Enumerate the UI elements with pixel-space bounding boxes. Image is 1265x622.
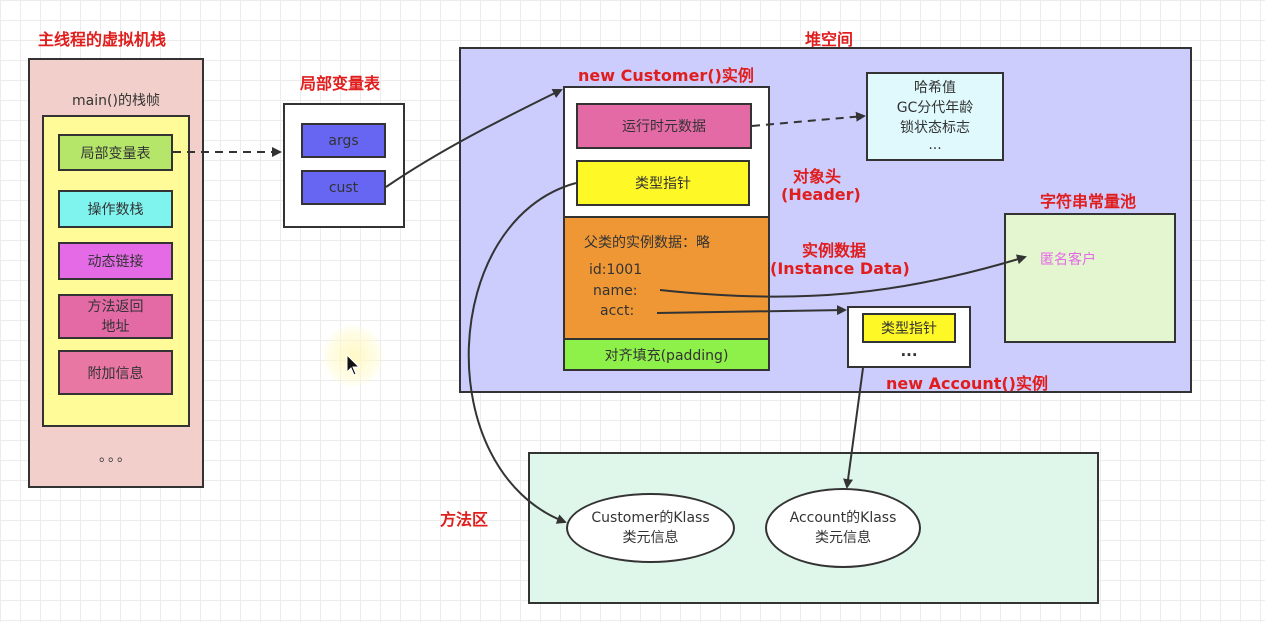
mouse-cursor-icon xyxy=(346,354,361,376)
stack-title: 主线程的虚拟机栈 xyxy=(38,30,167,49)
customer-klass-name: Customer的Klass xyxy=(591,510,710,526)
string-pool-title: 字符串常量池 xyxy=(1040,192,1137,211)
account-klass: Account的Klass 类元信息 xyxy=(765,488,921,568)
header-label: 对象头 xyxy=(793,167,842,186)
account-klass-name: Account的Klass xyxy=(789,510,897,526)
field-name: name: xyxy=(593,283,638,299)
stack-item-local-vars: 局部变量表 xyxy=(58,134,173,171)
frame-title: main()的栈帧 xyxy=(72,93,160,109)
runtime-metadata: 运行时元数据 xyxy=(576,103,752,149)
heap-title: 堆空间 xyxy=(805,30,854,49)
local-var-args: args xyxy=(301,123,386,158)
account-instance-title: new Account()实例 xyxy=(886,374,1048,393)
method-area-title: 方法区 xyxy=(440,510,489,529)
customer-klass: Customer的Klass 类元信息 xyxy=(566,493,735,563)
field-acct: acct: xyxy=(600,303,635,319)
field-id: id:1001 xyxy=(589,262,643,278)
mark-word-info: 哈希值 GC分代年龄 锁状态标志 ... xyxy=(866,72,1004,161)
account-ellipsis: ... xyxy=(900,342,918,360)
cursor-highlight xyxy=(322,325,384,387)
stack-item-operand-stack: 操作数栈 xyxy=(58,190,173,228)
instance-data-label: 实例数据 xyxy=(802,241,867,260)
mark-word-ellipsis: ... xyxy=(928,137,942,153)
customer-klass-meta: 类元信息 xyxy=(622,530,679,546)
string-pool xyxy=(1004,213,1176,343)
mark-word-lock: 锁状态标志 xyxy=(900,120,970,136)
account-type-pointer: 类型指针 xyxy=(862,313,956,343)
header-label-en: (Header) xyxy=(781,185,861,204)
padding: 对齐填充(padding) xyxy=(563,338,770,371)
instance-data-label-en: (Instance Data) xyxy=(770,259,910,278)
mark-word-hash: 哈希值 xyxy=(914,80,956,96)
mark-word-gc-age: GC分代年龄 xyxy=(896,100,974,116)
stack-item-extra-info: 附加信息 xyxy=(58,350,173,395)
locals-table xyxy=(283,103,405,228)
type-pointer: 类型指针 xyxy=(576,160,750,206)
stack-item-return-address: 方法返回 地址 xyxy=(58,294,173,339)
parent-instance-data: 父类的实例数据：略 xyxy=(584,235,710,251)
customer-instance-title: new Customer()实例 xyxy=(578,66,754,85)
locals-title: 局部变量表 xyxy=(300,74,381,93)
local-var-cust: cust xyxy=(301,170,386,205)
stack-item-dynamic-link: 动态链接 xyxy=(58,242,173,280)
account-klass-meta: 类元信息 xyxy=(815,530,871,546)
stack-ellipsis: 。。。 xyxy=(99,449,133,465)
string-literal: 匿名客户 xyxy=(1040,252,1096,268)
